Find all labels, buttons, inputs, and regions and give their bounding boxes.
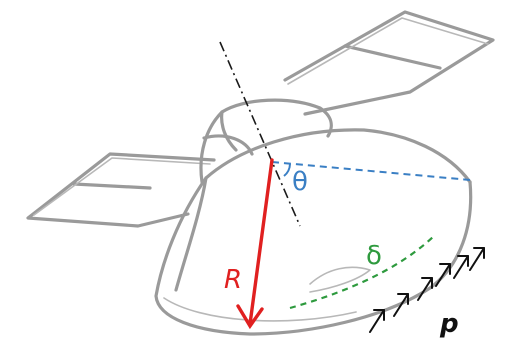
radius-label: R [224,265,242,295]
heat-shield [154,128,473,336]
thickness-label: δ [366,241,382,271]
angle-reference-line [271,161,471,181]
thickness-indicator [289,235,435,310]
pressure-arrow [453,255,469,279]
pressure-arrow [393,293,409,317]
solar-panel-right [283,10,495,116]
pressure-arrow [469,247,485,271]
symmetry-axis [219,41,301,227]
solar-panel-left [26,152,216,228]
pressure-arrow [435,263,451,287]
pressure-arrows [369,247,485,333]
angle-label: θ [292,167,308,197]
angle-arc [283,163,291,177]
radius-arrow [236,158,274,330]
pressure-arrow [417,277,433,301]
pressure-arrow [369,309,385,333]
pressure-label: p [439,309,459,338]
